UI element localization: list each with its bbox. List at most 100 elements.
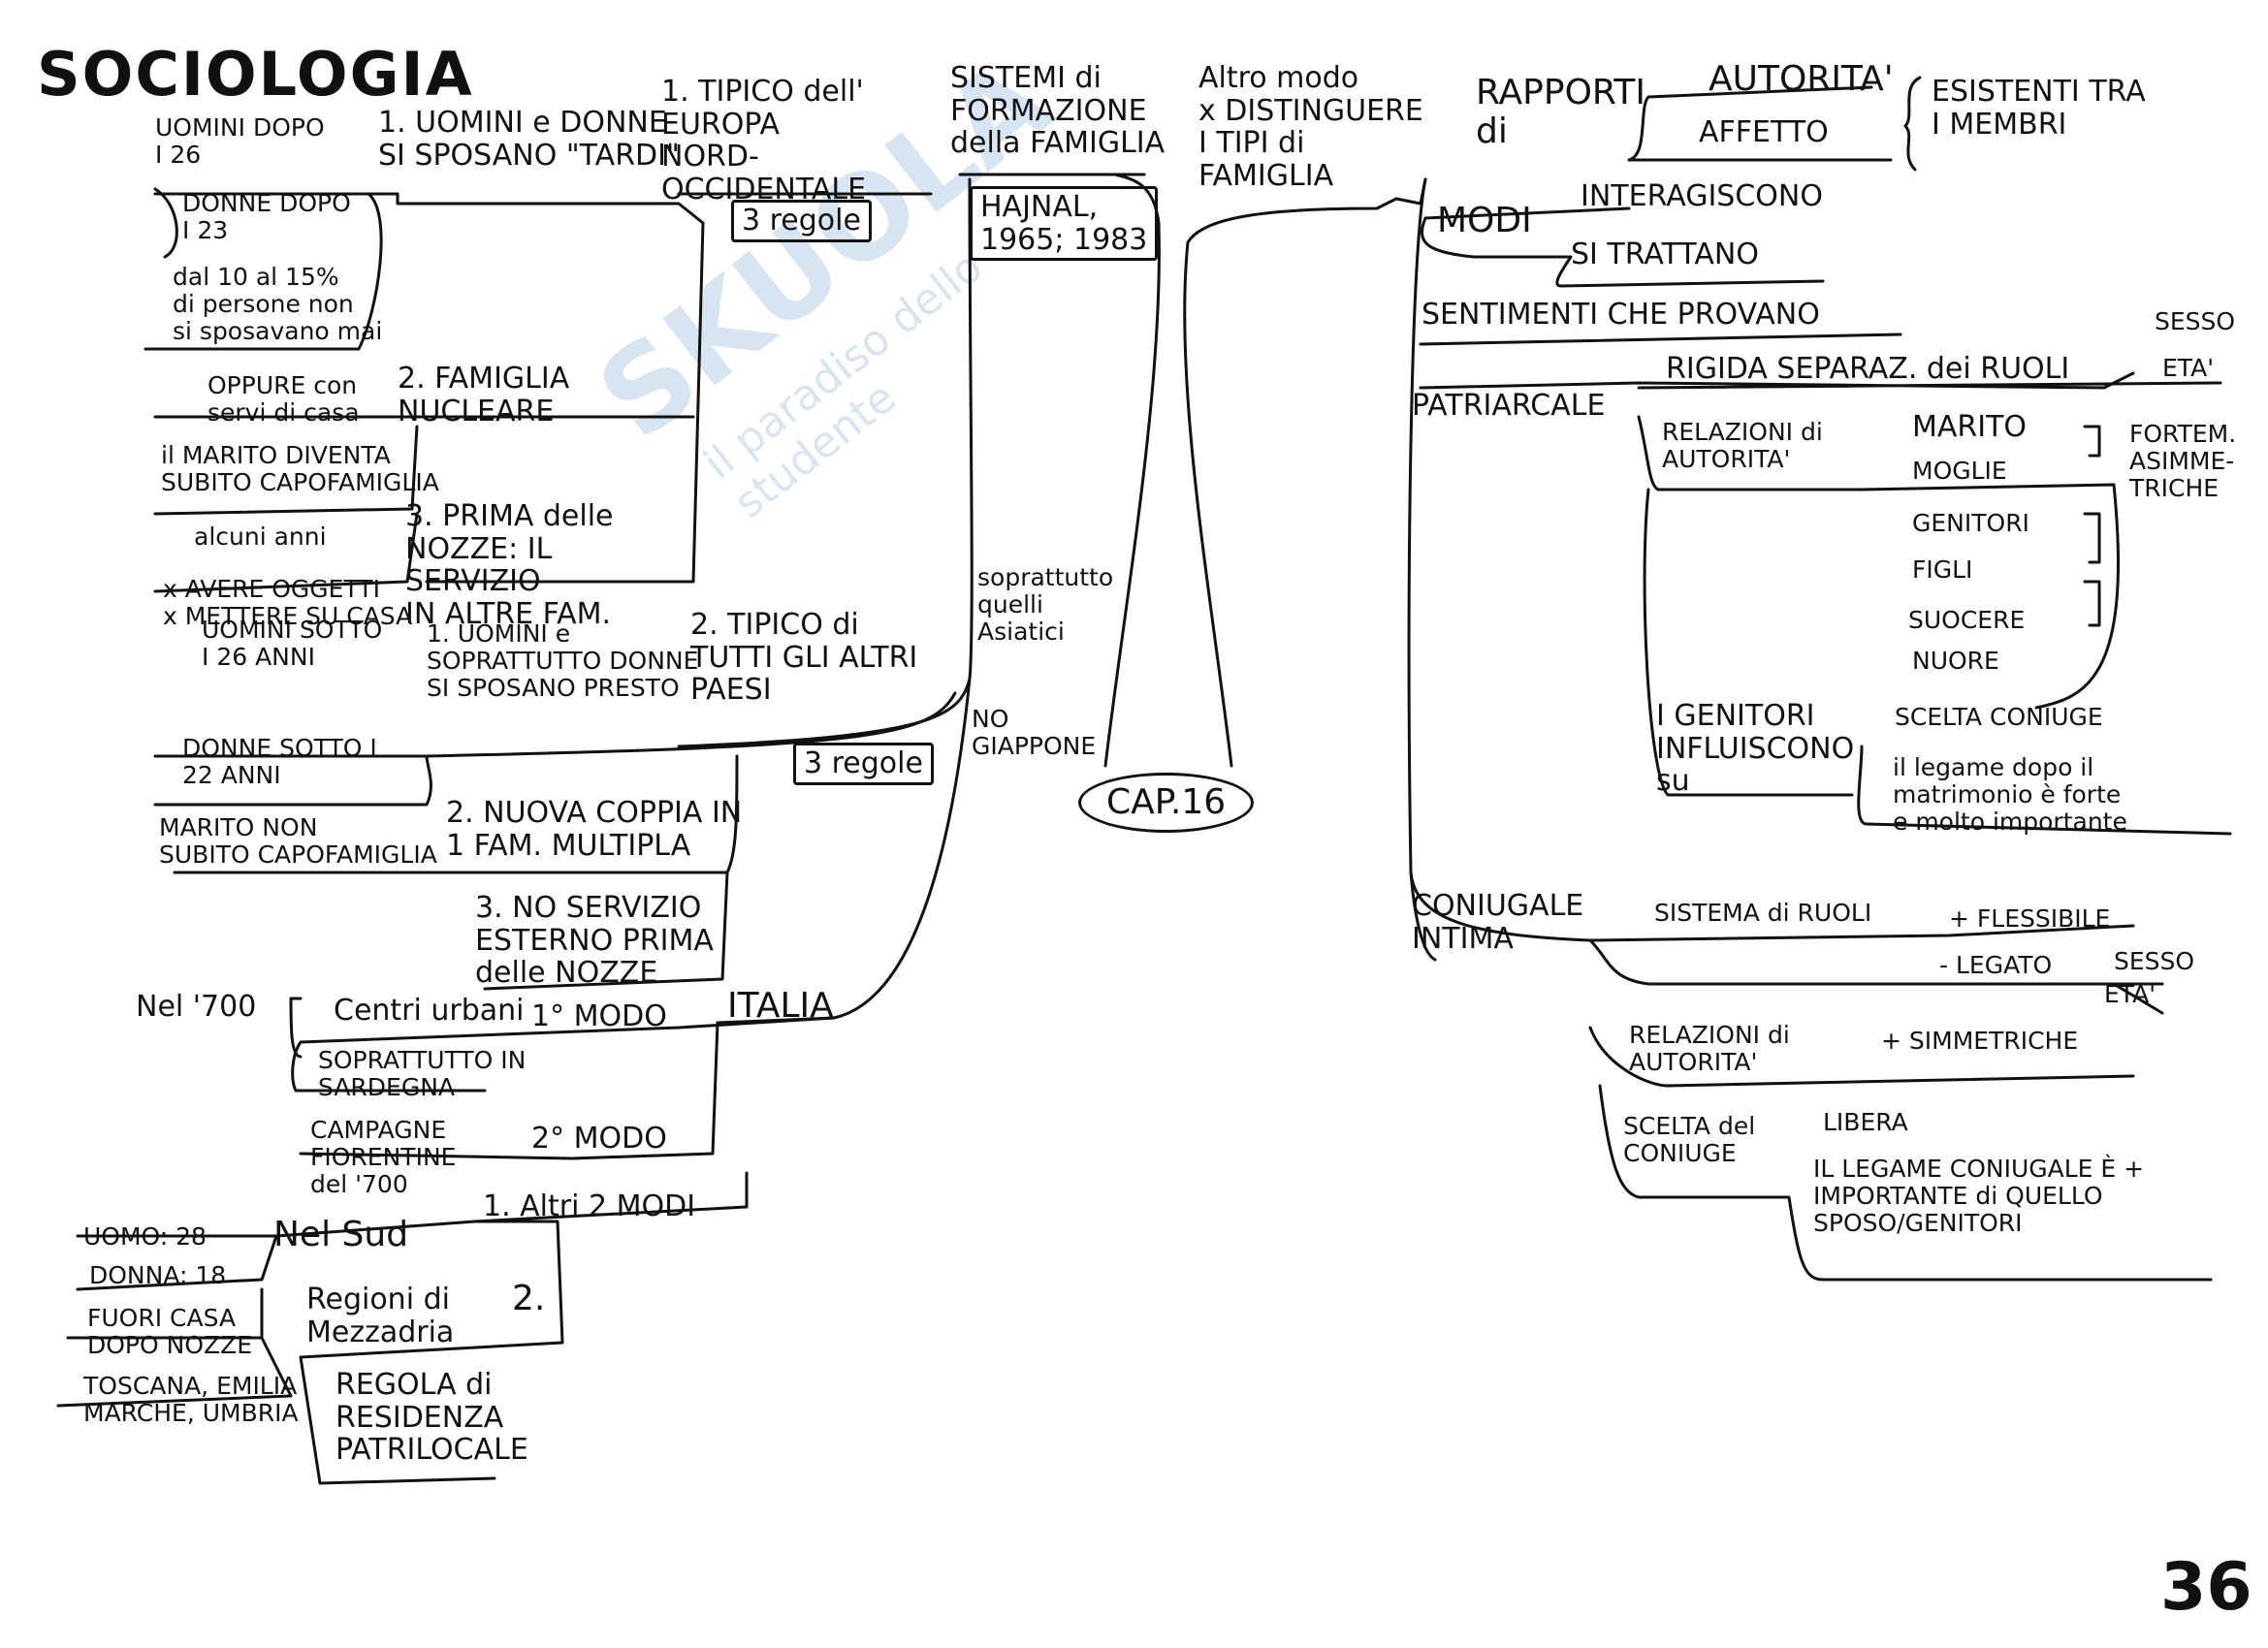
node-altro-modo: Altro modo x DISTINGUERE I TIPI di FAMIG…	[1198, 61, 1423, 193]
node-donna-18: DONNA: 18	[89, 1261, 227, 1289]
node-patri-relazioni: RELAZIONI di AUTORITA'	[1662, 418, 1823, 473]
node-moglie: MOGLIE	[1912, 457, 2007, 485]
node-nel-700: Nel '700	[136, 990, 257, 1024]
node-nel-sud: Nel Sud	[273, 1215, 409, 1254]
node-donne-dopo-23: DONNE DOPO I 23	[182, 189, 351, 244]
node-marito-non-capofamiglia: MARITO NON SUBITO CAPOFAMIGLIA	[159, 813, 437, 869]
node-sistema-ruoli: SISTEMA di RUOLI	[1654, 899, 1872, 927]
node-oppure-servi: OPPURE con servi di casa	[208, 371, 360, 427]
trunk-italia	[716, 677, 972, 1025]
line-patri-gen	[1643, 488, 1854, 797]
line-patri-relaz	[1637, 415, 2120, 710]
node-regola-patrilocale: REGOLA di RESIDENZA PATRILOCALE	[335, 1368, 528, 1468]
line-sentimenti	[1419, 333, 1902, 346]
node-scelta-coniuge: SCELTA del CONIUGE	[1623, 1112, 1756, 1167]
node-toscana-emilia: TOSCANA, EMILIA MARCHE, UMBRIA	[83, 1372, 299, 1427]
node-coniugale-intima: CONIUGALE INTIMA	[1412, 889, 1584, 956]
node-uomo-28: UOMO: 28	[83, 1222, 207, 1251]
node-percent-non-sposati: dal 10 al 15% di persone non si sposavan…	[173, 263, 383, 345]
node-rapporti: RAPPORTI di	[1476, 73, 1645, 152]
node-meno-legato: - LEGATO	[1939, 951, 2053, 979]
line-nord-r1-uomini	[153, 187, 178, 259]
node-interagiscono: INTERAGISCONO	[1581, 179, 1823, 213]
node-nord-rule-3: 3. PRIMA delle NOZZE: IL SERVIZIO IN ALT…	[405, 499, 614, 631]
node-campagne-fiorentine: CAMPAGNE FIORENTINE del '700	[310, 1116, 457, 1198]
node-secondo-modo: 2° MODO	[531, 1122, 667, 1156]
line-rapporti	[1627, 85, 1893, 162]
node-nuore: NUORE	[1912, 647, 1999, 675]
brace-fortem	[2083, 425, 2101, 627]
line-italia-4	[299, 1220, 564, 1485]
node-uomini-sotto-26: UOMINI SOTTO I 26 ANNI	[202, 616, 383, 671]
page-title: SOCIOLOGIA	[37, 39, 474, 110]
node-3-regole-nord: 3 regole	[731, 200, 872, 242]
node-esistenti-tra-membri: ESISTENTI TRA I MEMBRI	[1932, 75, 2146, 142]
node-figli: FIGLI	[1912, 555, 1973, 584]
node-uomini-dopo-26: UOMINI DOPO I 26	[155, 113, 325, 169]
node-altri-2-modi: 1. Altri 2 MODI	[483, 1189, 696, 1223]
node-scelta-coniuge-patri: SCELTA CONIUGE	[1895, 703, 2103, 731]
node-altri-rule-1: 1. UOMINI e SOPRATTUTTO DONNE SI SPOSANO…	[427, 619, 699, 702]
node-sentimenti: SENTIMENTI CHE PROVANO	[1421, 298, 1820, 332]
node-avere-oggetti: x AVERE OGGETTI x METTERE SU CASA	[163, 575, 413, 630]
node-genitori-influiscono: I GENITORI INFLUISCONO su	[1656, 699, 1855, 799]
center-node: CAP.16	[1078, 773, 1255, 834]
node-altri-rule-3: 3. NO SERVIZIO ESTERNO PRIMA delle NOZZE	[475, 891, 714, 991]
line-nord-r1b	[144, 192, 383, 351]
node-coniug-eta: ETA'	[2104, 980, 2156, 1008]
node-suocere: SUOCERE	[1908, 606, 2026, 634]
node-patri-sesso: SESSO	[2155, 307, 2236, 335]
line-coniug-scelta	[1598, 1084, 2213, 1282]
node-genitori: GENITORI	[1912, 509, 2029, 537]
node-primo-modo: 1° MODO	[531, 999, 667, 1033]
node-tipico-nord: 1. TIPICO dell' EUROPA NORD- OCCIDENTALE	[661, 75, 867, 206]
node-two: 2.	[512, 1279, 546, 1318]
line-modi	[1421, 206, 1825, 288]
node-si-trattano: SI TRATTANO	[1571, 238, 1759, 271]
brace-nel700	[289, 997, 303, 1059]
spoke-right	[1183, 197, 1398, 768]
node-legame-forte: il legame dopo il matrimonio è forte e m…	[1893, 753, 2127, 836]
node-patriarcale: PATRIARCALE	[1412, 389, 1606, 423]
node-coniug-relazioni: RELAZIONI di AUTORITA'	[1629, 1021, 1790, 1076]
node-libera: LIBERA	[1823, 1108, 1908, 1136]
line-altri-r3	[483, 871, 729, 991]
line-patri	[1419, 371, 2222, 390]
line-italia-2	[299, 1021, 719, 1160]
line-coniug	[1409, 871, 2164, 1015]
node-alcuni-anni: alcuni anni	[194, 523, 327, 551]
node-coniug-sesso: SESSO	[2114, 947, 2195, 975]
trunk-nord	[677, 177, 974, 748]
node-modi: MODI	[1437, 201, 1532, 240]
node-nord-rule-1: 1. UOMINI e DONNE SI SPOSANO "TARDI"	[378, 106, 680, 173]
line-italia-1	[291, 1016, 836, 1093]
node-legame-coniugale: IL LEGAME CONIUGALE È + IMPORTANTE di QU…	[1813, 1155, 2145, 1237]
node-altri-rule-2: 2. NUOVA COPPIA IN 1 FAM. MULTIPLA	[446, 796, 743, 863]
node-patri-eta: ETA'	[2162, 354, 2215, 382]
node-centri-urbani: Centri urbani	[334, 994, 525, 1028]
line-altri-main	[153, 691, 957, 807]
node-marito-capofamiglia: il MARITO DIVENTA SUBITO CAPOFAMIGLIA	[161, 441, 439, 496]
page-number: 36	[2160, 1549, 2252, 1626]
line-nord-r1	[153, 192, 705, 584]
node-sistemi-formazione: SISTEMI di FORMAZIONE della FAMIGLIA	[950, 61, 1166, 161]
node-no-giappone: NO GIAPPONE	[972, 705, 1097, 760]
line-right-trunk	[1407, 177, 1437, 962]
node-simmetriche: + SIMMETRICHE	[1881, 1027, 2079, 1055]
node-nord-rule-2: 2. FAMIGLIA NUCLEARE	[398, 362, 570, 428]
node-marito: MARITO	[1912, 410, 2028, 444]
brace-esistenti	[1903, 76, 1922, 172]
node-italia: ITALIA	[727, 986, 834, 1026]
node-affetto: AFFETTO	[1699, 115, 1829, 149]
node-soprattutto-asiatici: soprattutto quelli Asiatici	[977, 563, 1114, 646]
node-tipico-altri: 2. TIPICO di TUTTI GLI ALTRI PAESI	[690, 608, 918, 708]
line-altri-r2	[173, 754, 739, 874]
line-coniug-relaz	[1588, 1026, 2135, 1088]
node-hajnal: HAJNAL, 1965; 1983	[970, 186, 1159, 262]
node-sardegna: SOPRATTUTTO IN SARDEGNA	[318, 1046, 527, 1101]
node-autorita: AUTORITA'	[1709, 59, 1894, 99]
node-3-regole-altri: 3 regole	[793, 743, 934, 785]
node-donne-sotto-22: DONNE SOTTO I 22 ANNI	[182, 734, 377, 789]
